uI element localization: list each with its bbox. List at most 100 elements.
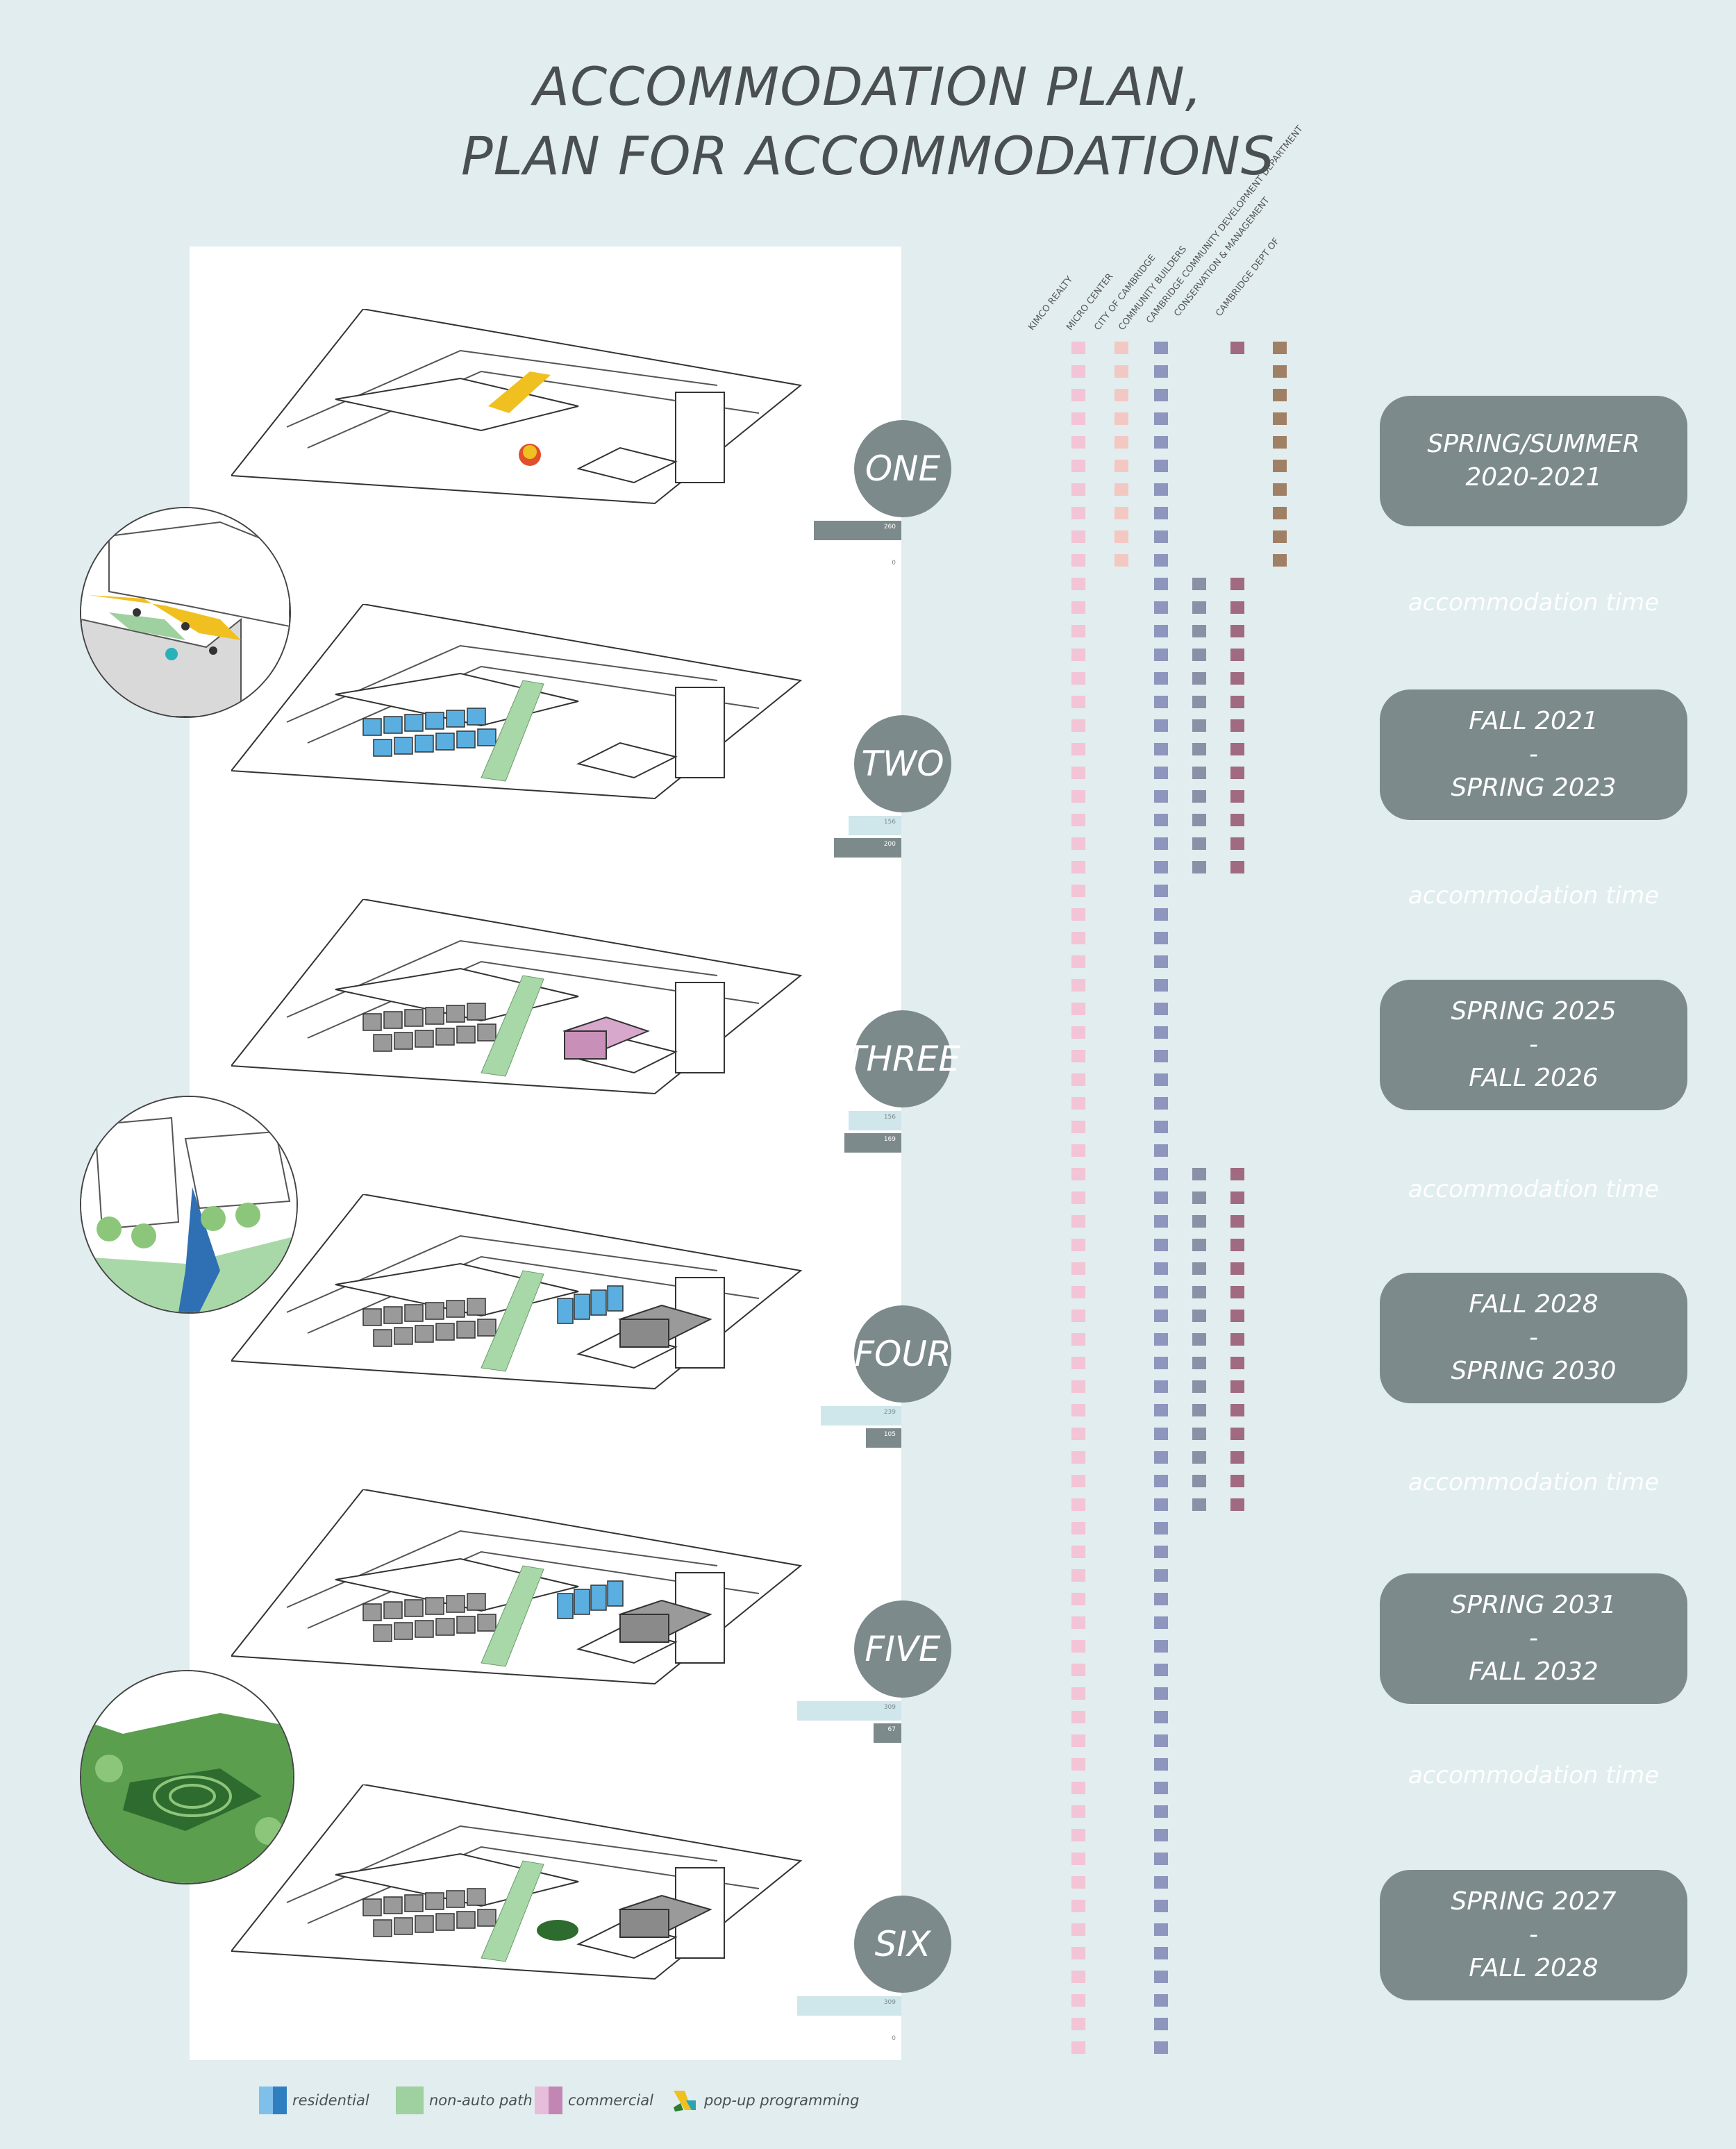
- stakeholder-dash: [1115, 530, 1128, 543]
- phase-stat-text: 260: [883, 524, 896, 530]
- stakeholder-dash: [1154, 1664, 1168, 1676]
- stakeholder-dash: [1071, 1994, 1085, 2007]
- stakeholder-dash: [1071, 1215, 1085, 1228]
- stakeholder-dash: [1154, 1758, 1168, 1771]
- phase-site-diagram: [231, 1784, 803, 1980]
- phase-period-box: FALL 2021-SPRING 2023: [1380, 689, 1687, 820]
- stakeholder-dash: [1192, 625, 1206, 637]
- stakeholder-dash: [1071, 1380, 1085, 1393]
- stakeholder-dash: [1071, 1640, 1085, 1653]
- stakeholder-dash: [1154, 460, 1168, 472]
- stakeholder-dash: [1071, 1569, 1085, 1582]
- stakeholder-dash: [1154, 932, 1168, 944]
- stakeholder-dash: [1071, 743, 1085, 755]
- phase-stat-text: 169: [883, 1136, 896, 1143]
- stakeholder-dash: [1154, 601, 1168, 614]
- stakeholder-dash: [1071, 2018, 1085, 2030]
- phase-period-box: SPRING 2025-FALL 2026: [1380, 980, 1687, 1110]
- stakeholder-dash: [1071, 1003, 1085, 1015]
- phase-stat-text: 200: [883, 841, 896, 848]
- phase-period-line: -: [1529, 1323, 1538, 1352]
- stakeholder-dash: [1071, 412, 1085, 425]
- stakeholder-dash: [1230, 625, 1244, 637]
- stakeholder-dash: [1071, 1900, 1085, 1912]
- phase-stat-value: 0: [880, 2032, 901, 2052]
- page-title-line1: ACCOMMODATION PLAN,: [533, 56, 1203, 117]
- phase-stat-text: 309: [883, 1999, 896, 2006]
- stakeholder-dash: [1192, 1191, 1206, 1204]
- stakeholder-dash: [1154, 1546, 1168, 1558]
- phase-period-box: SPRING 2031-FALL 2032: [1380, 1573, 1687, 1704]
- phase-stat-bar: 156: [849, 1111, 901, 1130]
- stakeholder-dash: [1071, 1451, 1085, 1464]
- popup-callout-image: [80, 507, 291, 718]
- stakeholder-dash: [1071, 1144, 1085, 1157]
- stakeholder-dash: [1230, 1380, 1244, 1393]
- stakeholder-dash: [1230, 578, 1244, 590]
- stakeholder-dash: [1071, 1805, 1085, 1818]
- stakeholder-dash: [1071, 1522, 1085, 1535]
- accommodation-time-label: accommodation time: [1408, 589, 1660, 617]
- phase-period-line: -: [1529, 1921, 1538, 1949]
- stakeholder-dash: [1192, 1286, 1206, 1298]
- stakeholder-dash: [1192, 837, 1206, 850]
- stakeholder-dash: [1115, 483, 1128, 496]
- legend-residential-label: residential: [292, 2092, 369, 2109]
- stakeholder-dash: [1154, 1971, 1168, 1983]
- park-callout-image: [80, 1670, 294, 1884]
- phase-period-line: SPRING 2025: [1451, 997, 1617, 1026]
- stakeholder-dash: [1273, 342, 1287, 354]
- stakeholder-dash: [1071, 1947, 1085, 1959]
- stakeholder-dash: [1154, 507, 1168, 519]
- stakeholder-dash: [1230, 1168, 1244, 1180]
- phase-stat-text: 309: [883, 1704, 896, 1711]
- phase-stat-text: 0: [892, 2035, 896, 2042]
- stakeholder-dash: [1154, 1711, 1168, 1723]
- stakeholder-dash: [1071, 460, 1085, 472]
- legend-popup-label: pop-up programming: [704, 2092, 860, 2109]
- stakeholder-dash: [1273, 389, 1287, 401]
- legend-commercial: commercial: [535, 2087, 653, 2114]
- phase-period-line: FALL 2021: [1469, 707, 1599, 735]
- stakeholder-dash: [1192, 601, 1206, 614]
- stakeholder-dash: [1192, 719, 1206, 732]
- phase-period-line: 2020-2021: [1465, 463, 1602, 492]
- stakeholder-dash: [1071, 1262, 1085, 1275]
- stakeholder-dash: [1071, 1498, 1085, 1511]
- stakeholder-dash: [1154, 1357, 1168, 1369]
- phase-stat-bar: 239: [820, 1406, 901, 1425]
- stakeholder-dash: [1154, 1829, 1168, 1841]
- page-title-line2: PLAN FOR ACCOMMODATIONS: [460, 125, 1276, 187]
- stakeholder-dash: [1154, 979, 1168, 992]
- stakeholder-dash: [1230, 861, 1244, 873]
- stakeholder-dash: [1154, 2018, 1168, 2030]
- stakeholder-dash: [1192, 743, 1206, 755]
- stakeholder-dash: [1071, 507, 1085, 519]
- path-swatch: [396, 2087, 424, 2114]
- stakeholder-dash: [1154, 625, 1168, 637]
- stakeholder-dash: [1230, 1239, 1244, 1251]
- stakeholder-dash: [1154, 412, 1168, 425]
- phase-period-line: SPRING/SUMMER: [1427, 430, 1640, 458]
- stakeholder-dash: [1192, 861, 1206, 873]
- phase-period-line: SPRING 2023: [1451, 774, 1617, 802]
- stakeholder-dash: [1071, 625, 1085, 637]
- stakeholder-dash: [1230, 1451, 1244, 1464]
- stakeholder-dash: [1192, 1357, 1206, 1369]
- phase-label-circle: TWO: [854, 715, 951, 812]
- stakeholder-dash: [1154, 649, 1168, 661]
- stakeholder-dash: [1154, 672, 1168, 685]
- stakeholder-dash: [1154, 1097, 1168, 1110]
- stakeholder-dash: [1071, 1475, 1085, 1487]
- phase-period-line: SPRING 2030: [1451, 1357, 1617, 1385]
- stakeholder-dash: [1071, 389, 1085, 401]
- stakeholder-dash: [1071, 1664, 1085, 1676]
- stakeholder-dash: [1071, 1687, 1085, 1700]
- stakeholder-dash: [1154, 1380, 1168, 1393]
- stakeholder-dash: [1115, 460, 1128, 472]
- accommodation-time-label: accommodation time: [1408, 1762, 1660, 1789]
- stakeholder-dash: [1071, 908, 1085, 921]
- phase-site-diagram: [231, 309, 803, 505]
- stakeholder-dash: [1154, 1310, 1168, 1322]
